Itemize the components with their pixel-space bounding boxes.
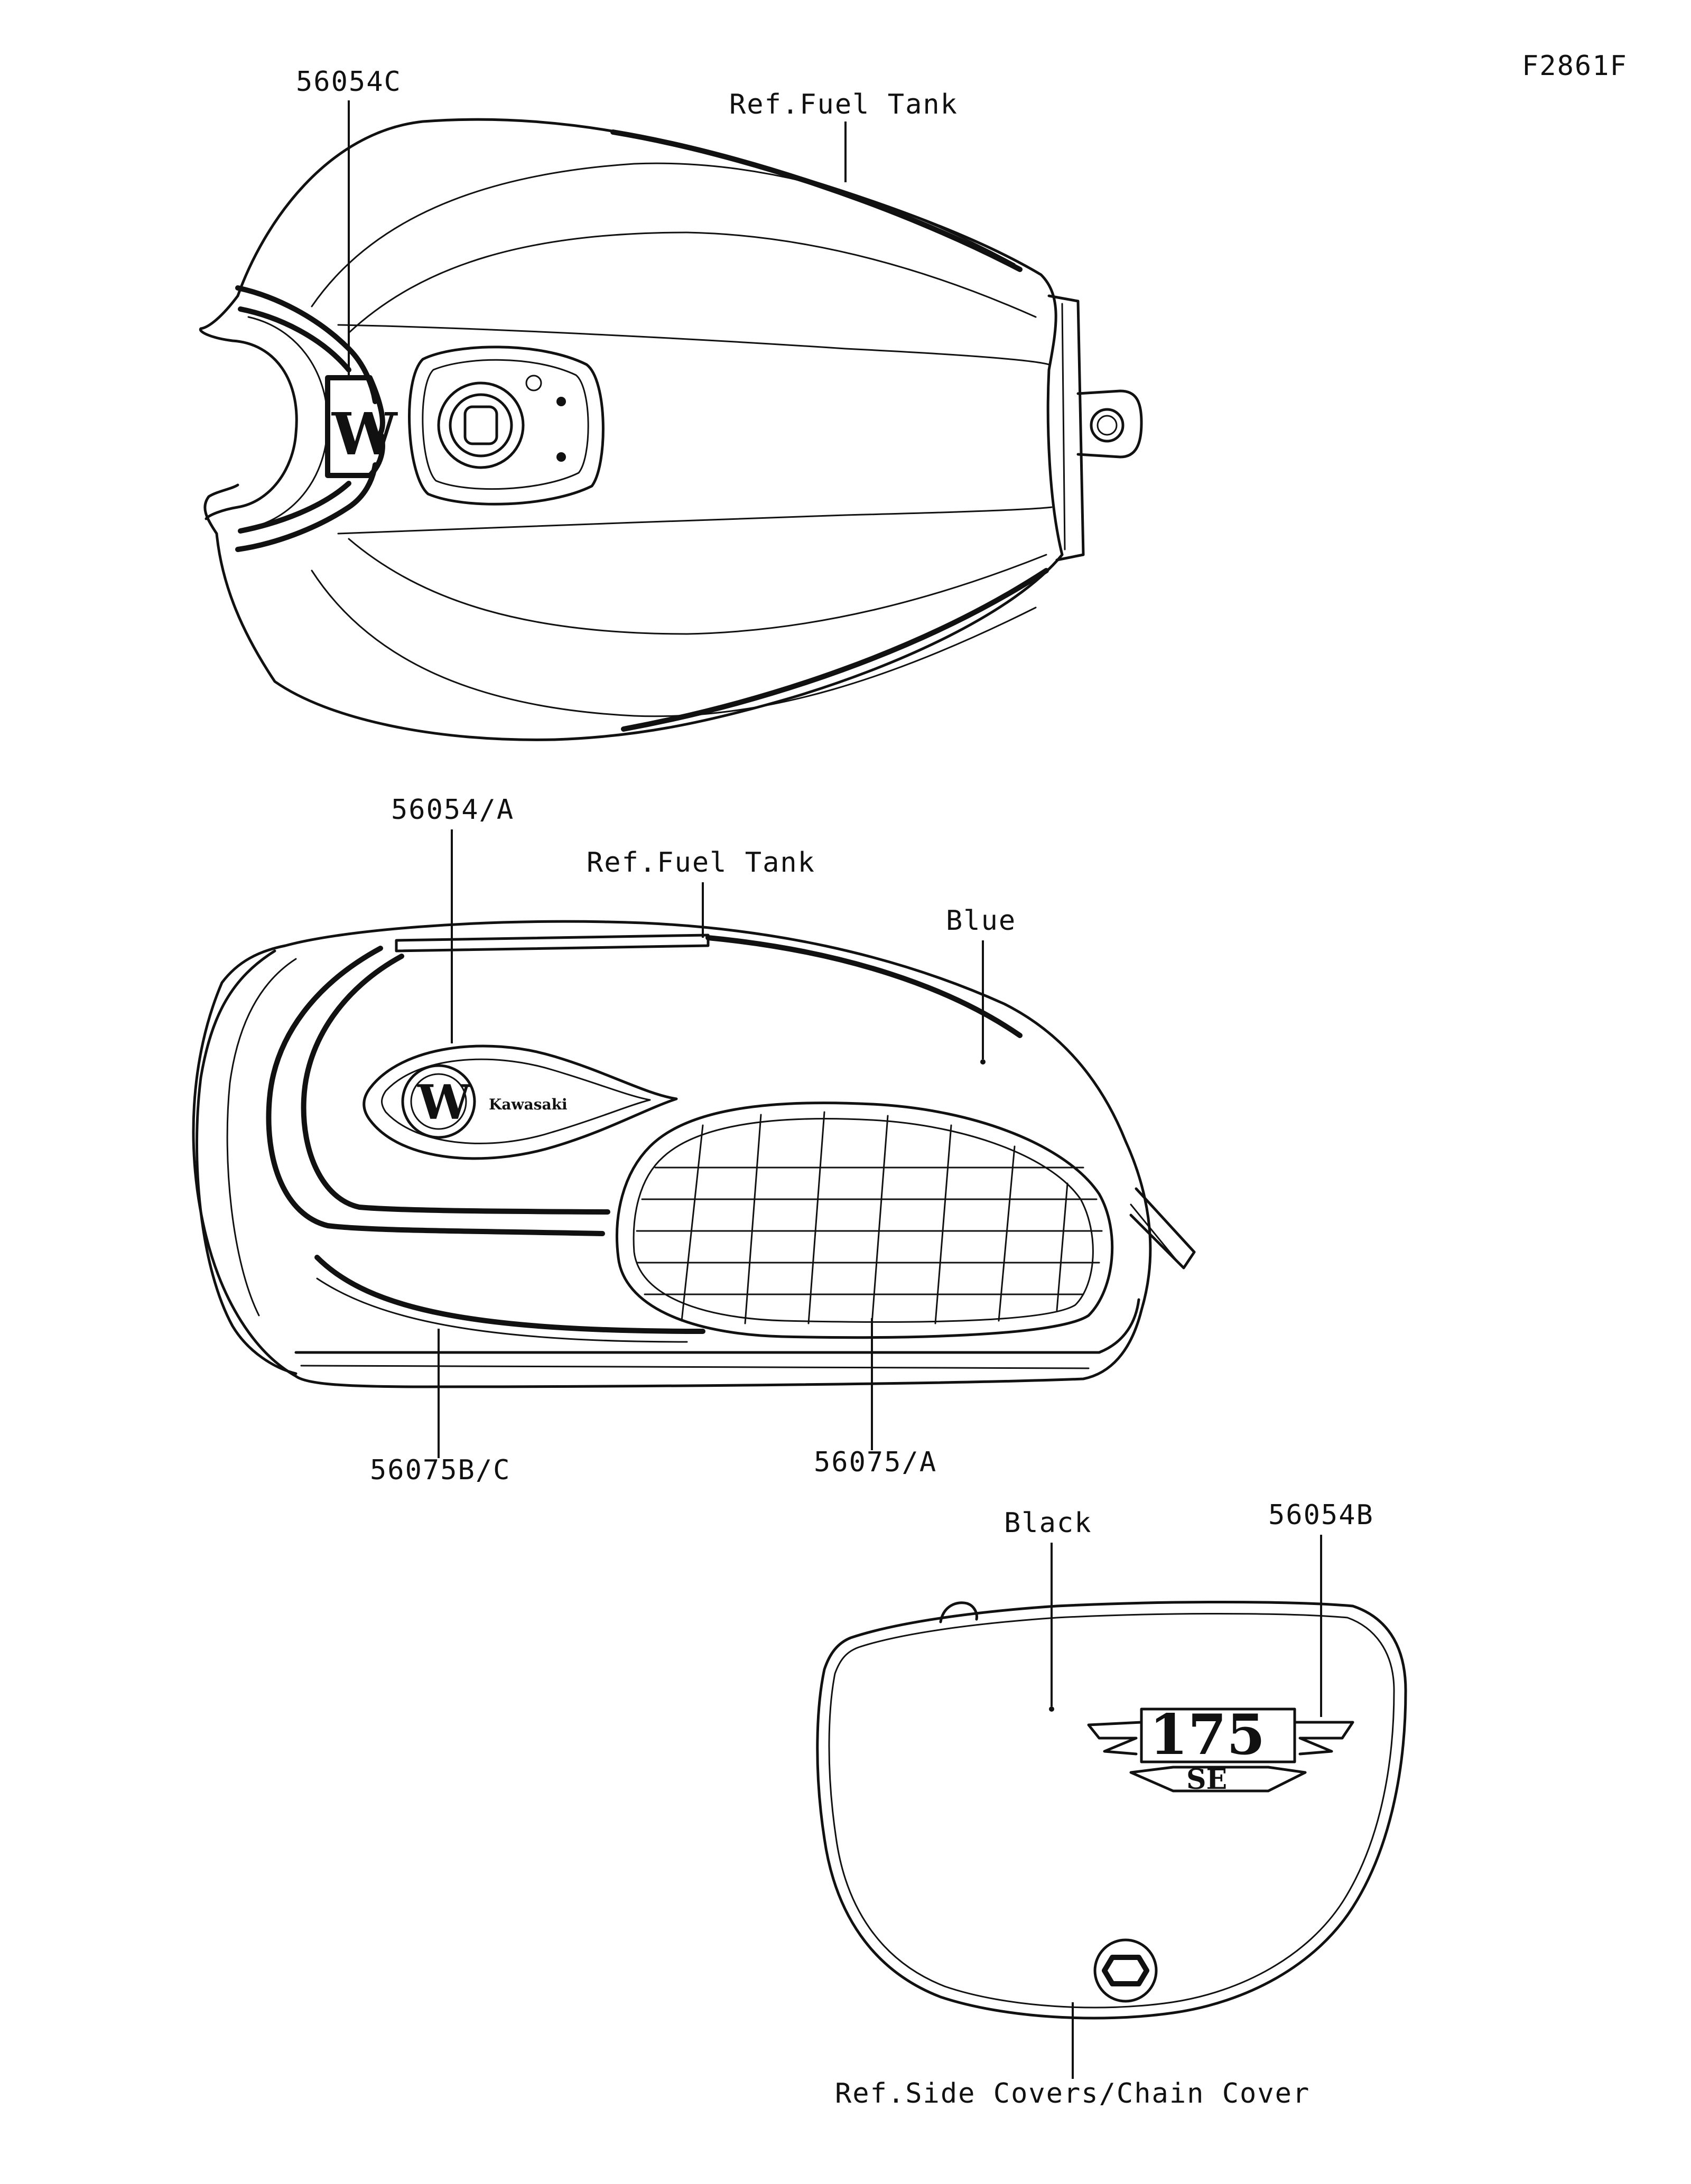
callout-56075B-C: 56075B/C: [370, 1454, 510, 1486]
tank-rear-mount-hole: [1090, 408, 1125, 443]
figure-code: F2861F: [1522, 50, 1628, 82]
side-cover-rim: [828, 1613, 1395, 2009]
cover-emblem-wing-left: [1087, 1721, 1143, 1756]
tank-front-stripe-lower: [235, 462, 378, 552]
tank-rear-mount-tab: [1076, 389, 1143, 459]
filler-screw-upper: [556, 397, 566, 406]
tank-front-stripe-lower-2: [238, 481, 351, 534]
tank-top-outline: [203, 118, 1064, 741]
tank-contour-lower-2: [348, 538, 1047, 635]
side-w-emblem-badge: [401, 1064, 476, 1139]
knee-pad-grid: [636, 1111, 1103, 1324]
grid-v-5: [934, 1124, 952, 1324]
side-w-emblem-brand: Kawasaki: [489, 1096, 568, 1113]
tank-contour-lower-1: [311, 570, 1037, 717]
callout-56054-A: 56054/A: [391, 794, 514, 826]
fuel-tank-top-view: W: [199, 118, 1143, 741]
callout-top-ref-fuel-tank: Ref.Fuel Tank: [729, 89, 958, 120]
cover-emblem-wing-right: [1293, 1721, 1354, 1756]
tank-front-stripe-upper-2: [238, 306, 351, 372]
filler-cap: [449, 393, 513, 458]
tank-side-outline: [192, 920, 1152, 1388]
tank-bottom-edge-band: [621, 568, 1049, 732]
leader-color-blue-dot: [980, 1059, 986, 1065]
tank-front-stripe-upper: [235, 285, 378, 404]
fuel-tank-side-view: W Kawasaki: [192, 920, 1196, 1388]
callout-color-black: Black: [1004, 1507, 1092, 1539]
side-cover: 175 SE: [816, 1601, 1407, 2020]
tank-rear-flange: [1047, 294, 1085, 562]
tank-side-bottom-rim-2: [300, 1365, 1090, 1369]
side-w-emblem-oval: [363, 1044, 678, 1160]
filler-cap-key-slot: [463, 405, 498, 445]
tank-side-top-edge: [705, 935, 1023, 1038]
grid-v-7: [1056, 1182, 1069, 1311]
filler-breather-hole: [525, 375, 542, 391]
top-w-emblem-letter: W: [331, 400, 398, 468]
filler-cap-plate-inner: [422, 359, 589, 490]
leader-color-black-dot: [1049, 1706, 1054, 1712]
tank-side-bottom-rim: [294, 1298, 1140, 1354]
tank-contour-mid-lower: [337, 506, 1053, 535]
callout-side-ref-fuel-tank: Ref.Fuel Tank: [587, 847, 815, 879]
side-cover-outline: [816, 1601, 1407, 2020]
grid-v-2: [744, 1114, 762, 1324]
tank-top-seam: [395, 934, 710, 953]
tank-side-stripe-lower: [314, 1255, 705, 1334]
filler-screw-lower: [556, 452, 566, 462]
cover-emblem-suffix: SE: [1186, 1763, 1227, 1796]
callout-56054C: 56054C: [296, 66, 402, 98]
side-w-emblem-badge-ring: [410, 1073, 467, 1130]
side-cover-grommet-bolt: [1102, 1955, 1149, 1986]
grid-v-3: [807, 1111, 825, 1324]
tank-side-rear-mount: [1129, 1187, 1196, 1270]
tank-rear-flange-inner: [1061, 303, 1066, 550]
tank-side-stripe-lower-inner: [316, 1277, 688, 1343]
tank-contour-upper-2: [348, 231, 1037, 334]
side-cover-grommet: [1093, 1938, 1158, 2003]
tank-side-stripe-inner: [301, 954, 610, 1215]
side-cover-top-nub: [939, 1601, 978, 1623]
tank-rear-mount-hole-inner: [1097, 415, 1118, 436]
grid-v-6: [998, 1145, 1016, 1322]
callout-color-blue: Blue: [946, 905, 1016, 937]
cover-emblem-number-plate: [1140, 1707, 1296, 1763]
filler-cap-ring: [437, 381, 525, 469]
tank-top-edge-band: [610, 129, 1023, 272]
tank-front-cutout: [199, 294, 298, 520]
grid-v-4: [871, 1115, 889, 1324]
callout-56075-A: 56075/A: [814, 1446, 937, 1478]
tank-front-flange: [196, 949, 298, 1375]
knee-pad-outline-inner: [633, 1118, 1094, 1323]
side-w-emblem-oval-inner: [381, 1058, 651, 1144]
tank-front-flange-inner: [226, 958, 297, 1317]
knee-pad-outline: [616, 1102, 1114, 1339]
tank-side-stripe: [266, 946, 605, 1236]
tank-side-rear-mount-2: [1130, 1203, 1179, 1264]
cover-emblem-number: 175: [1149, 1702, 1265, 1767]
grid-v-1: [681, 1124, 704, 1322]
side-w-emblem-letter: W: [417, 1075, 472, 1131]
tank-contour-mid-upper: [337, 324, 1050, 366]
top-w-emblem-frame: [325, 375, 385, 478]
tank-contour-upper-1: [311, 162, 1016, 307]
callout-ref-side-covers: Ref.Side Covers/Chain Cover: [835, 2078, 1310, 2110]
filler-cap-plate: [408, 346, 605, 506]
cover-emblem-se-plate: [1129, 1766, 1307, 1793]
cover-175-se-emblem: 175 SE: [1087, 1702, 1354, 1796]
callout-56054B: 56054B: [1268, 1499, 1374, 1531]
